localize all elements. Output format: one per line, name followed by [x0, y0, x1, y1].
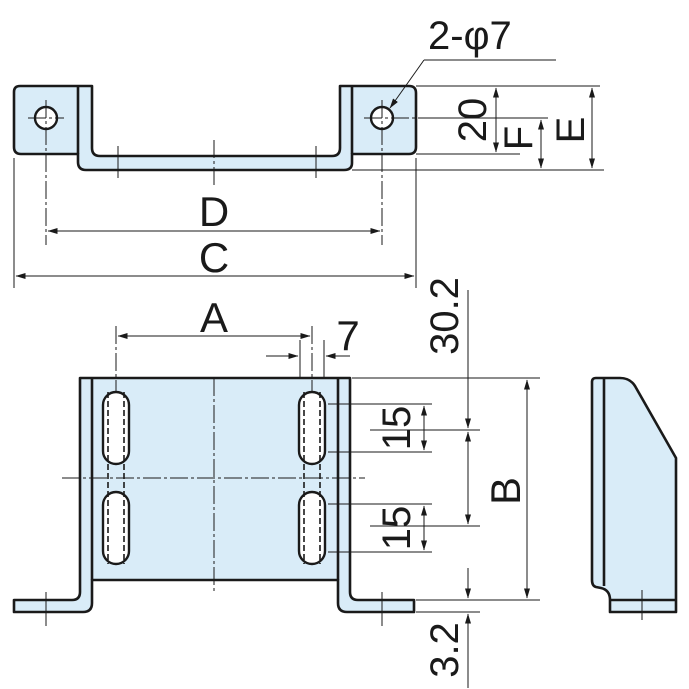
- side-view-outline: [590, 376, 678, 614]
- dim-B-label: B: [482, 477, 529, 505]
- dim-15-lower-label: 15: [375, 506, 419, 551]
- slot-lower-left: [101, 490, 131, 566]
- dim-20-label: 20: [451, 98, 495, 143]
- dim-7-label: 7: [336, 312, 359, 359]
- width-dimensions-top: D C: [13, 158, 417, 288]
- slot-upper-right: [297, 390, 327, 466]
- dim-F-label: F: [497, 126, 541, 150]
- front-view-height-dimensions: 15 15 30.2 B 3.2: [328, 277, 540, 688]
- side-view: [590, 376, 678, 620]
- slot-lower-right: [297, 490, 327, 566]
- height-dimensions-top: 20 F E: [352, 85, 604, 171]
- top-view-inner-edge: [76, 86, 354, 154]
- dim-D-label: D: [199, 188, 229, 235]
- hole-spec-annotation: 2-φ7: [389, 14, 556, 109]
- hole-spec-label: 2-φ7: [428, 14, 512, 58]
- front-view: [12, 326, 416, 626]
- dim-A-label: A: [200, 294, 228, 341]
- dim-15-upper-label: 15: [375, 406, 419, 451]
- dim-E-label: E: [549, 117, 593, 144]
- dim-30-2-label: 30.2: [423, 277, 467, 355]
- dim-C-label: C: [199, 234, 229, 281]
- top-view: [12, 84, 470, 245]
- slot-upper-left: [101, 390, 131, 466]
- top-view-outline: [12, 84, 418, 172]
- dim-3-2-label: 3.2: [423, 622, 467, 678]
- front-view-width-dimensions: A 7: [117, 294, 360, 378]
